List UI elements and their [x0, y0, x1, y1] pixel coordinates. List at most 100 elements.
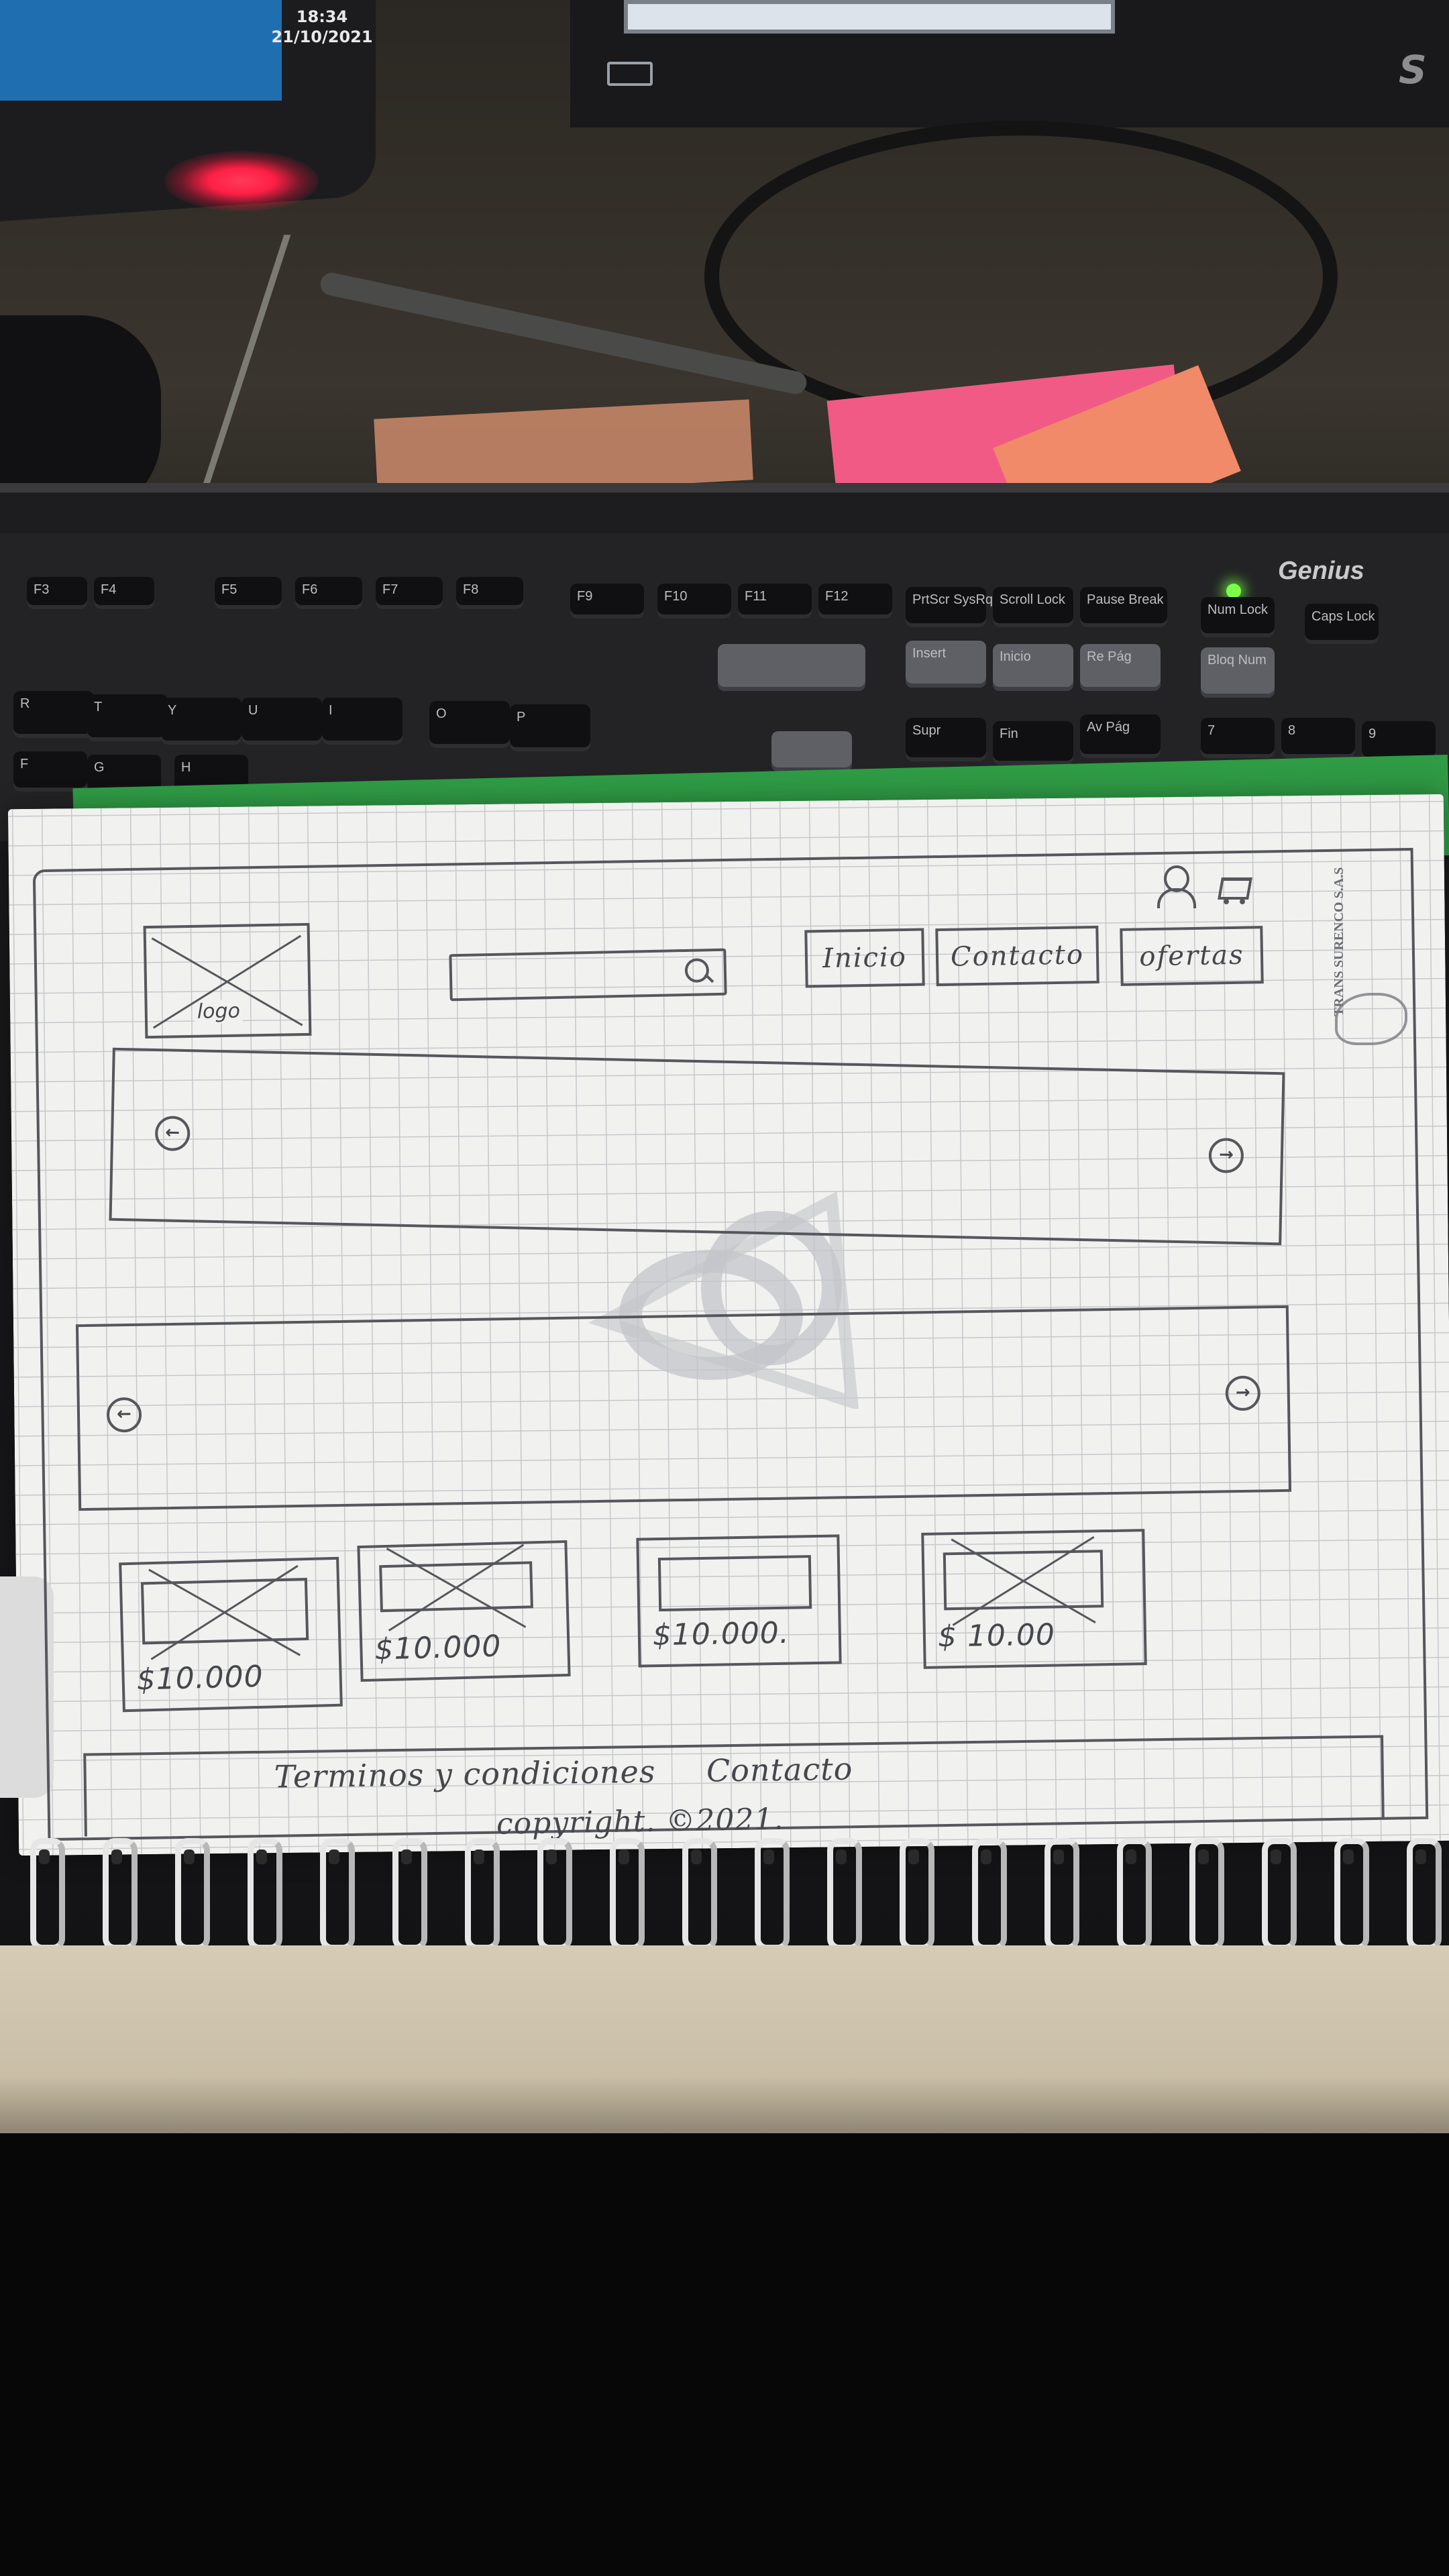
keyboard-key-label: 8 — [1288, 723, 1296, 738]
keyboard-key: F12 — [818, 584, 892, 619]
keyboard-key — [771, 731, 852, 771]
keyboard-key: P — [510, 704, 590, 751]
search-input[interactable] — [449, 948, 727, 1002]
keyboard-key: U — [241, 698, 322, 745]
spiral-ring — [900, 1838, 934, 1951]
monitor-clock-date: 21/10/2021 — [271, 28, 373, 46]
keyboard-key-label: F3 — [34, 582, 50, 597]
keyboard-key: F3 — [27, 577, 87, 609]
keyboard-key-label: Inicio — [1000, 649, 1031, 664]
keyboard-key: O — [429, 701, 510, 748]
keyboard-key-label: Y — [168, 703, 177, 718]
cart-icon[interactable] — [1214, 872, 1252, 906]
product-card-4[interactable]: $ 10.00 — [921, 1529, 1147, 1669]
spiral-ring — [1117, 1838, 1152, 1951]
keyboard-key: 8 — [1281, 718, 1355, 758]
spiral-ring — [1044, 1838, 1079, 1951]
notebook-brand-mark — [1335, 993, 1407, 1045]
spiral-ring — [537, 1838, 572, 1951]
spiral-ring — [392, 1838, 427, 1951]
logo-label: logo — [194, 999, 244, 1024]
keyboard-key: F9 — [570, 584, 644, 619]
keyboard-key-label: Scroll Lock — [1000, 592, 1065, 607]
spiral-ring — [682, 1838, 717, 1951]
right-monitor-screen — [624, 0, 1115, 34]
keyboard-key: Bloq Num — [1201, 647, 1275, 698]
keyboard-key: F7 — [376, 577, 443, 609]
carousel-next-button[interactable]: → — [1225, 1375, 1261, 1411]
keyboard-key-label: Caps Lock — [1311, 609, 1375, 624]
monitor-clock: 18:34 21/10/2021 — [268, 7, 376, 54]
keyboard-key: I — [322, 698, 402, 745]
keyboard-key: Y — [161, 698, 241, 745]
keyboard-key: F6 — [295, 577, 362, 609]
monitor-brand: S — [1399, 47, 1427, 93]
keyboard-key-label: H — [181, 760, 191, 775]
keyboard-key-label: F — [20, 757, 29, 771]
left-monitor-screen — [0, 0, 282, 101]
keyboard-key: PrtScr SysRq — [906, 587, 993, 627]
footer-links: Terminos y condiciones Contacto — [274, 1750, 893, 1795]
spiral-ring — [465, 1838, 500, 1951]
product-image-placeholder — [943, 1550, 1104, 1611]
keyboard-key-label: 9 — [1368, 727, 1377, 741]
keyboard-key: T — [87, 694, 168, 741]
product-price: $10.000 — [136, 1659, 264, 1697]
carousel-next-button[interactable]: → — [1208, 1137, 1244, 1174]
spiral-ring — [248, 1838, 282, 1951]
footer-copyright: copyright. ©2021. — [496, 1802, 784, 1841]
hero-carousel-1: ← → — [109, 1047, 1285, 1246]
product-price: $ 10.00 — [937, 1617, 1056, 1654]
product-card-2[interactable]: $10.000 — [357, 1540, 571, 1682]
keyboard-key: F4 — [94, 577, 154, 609]
keyboard-key: Insert — [906, 641, 986, 688]
keyboard-key-label: I — [329, 703, 333, 718]
keyboard-key-label: F12 — [825, 589, 849, 604]
red-light-glow — [164, 151, 319, 211]
nav-item-inicio[interactable]: Inicio — [804, 928, 925, 988]
keyboard-key-label: F8 — [463, 582, 479, 597]
keyboard-key-label: F10 — [664, 589, 688, 604]
keyboard-key: F5 — [215, 577, 282, 609]
footer-link-contacto[interactable]: Contacto — [706, 1750, 853, 1789]
keyboard-key-label: Num Lock — [1208, 602, 1269, 617]
spiral-ring — [827, 1838, 862, 1951]
carousel-prev-button[interactable]: ← — [106, 1397, 142, 1433]
nav-item-label: Contacto — [950, 939, 1085, 973]
keyboard-key-label: F4 — [101, 582, 117, 597]
logo-placeholder[interactable]: logo — [143, 922, 312, 1039]
keyboard-key: Pause Break — [1080, 587, 1167, 627]
product-card-3[interactable]: $10.000. — [636, 1534, 842, 1668]
product-card-1[interactable]: $10.000 — [119, 1556, 343, 1713]
wire-stand — [199, 235, 694, 496]
carousel-prev-button[interactable]: ← — [154, 1116, 191, 1152]
keyboard-key-label: O — [436, 706, 447, 721]
spiral-ring — [30, 1838, 65, 1951]
keyboard-key-label: Re Pág — [1087, 649, 1132, 664]
keyboard-media-strip — [0, 493, 1449, 533]
keyboard-key: F11 — [738, 584, 812, 619]
spiral-ring — [610, 1838, 645, 1951]
keyboard-key — [718, 644, 865, 691]
keyboard-key-label: F7 — [382, 582, 398, 597]
keyboard-key-label: F5 — [221, 582, 237, 597]
keyboard-key: F8 — [456, 577, 523, 609]
user-icon[interactable] — [1157, 865, 1196, 908]
spiral-ring — [1334, 1838, 1369, 1951]
keyboard-key: Supr — [906, 718, 986, 761]
keyboard-key: Av Pág — [1080, 714, 1161, 758]
footer-link-terminos[interactable]: Terminos y condiciones — [274, 1753, 656, 1795]
product-image-placeholder — [379, 1561, 533, 1613]
nav-item-contacto[interactable]: Contacto — [935, 925, 1099, 987]
keyboard-key-label: Pause Break — [1087, 592, 1164, 607]
keyboard-key-label: Supr — [912, 723, 941, 738]
dark-floor — [0, 2133, 1449, 2576]
nav-item-label: ofertas — [1139, 939, 1244, 973]
spiral-ring — [320, 1838, 355, 1951]
keyboard-key-label: G — [94, 760, 105, 775]
keyboard-key: Caps Lock — [1305, 604, 1379, 644]
nav-item-ofertas[interactable]: ofertas — [1120, 926, 1264, 986]
spiral-ring — [755, 1838, 790, 1951]
notebook-side-tabs — [0, 1576, 54, 1798]
search-icon[interactable] — [684, 958, 710, 983]
